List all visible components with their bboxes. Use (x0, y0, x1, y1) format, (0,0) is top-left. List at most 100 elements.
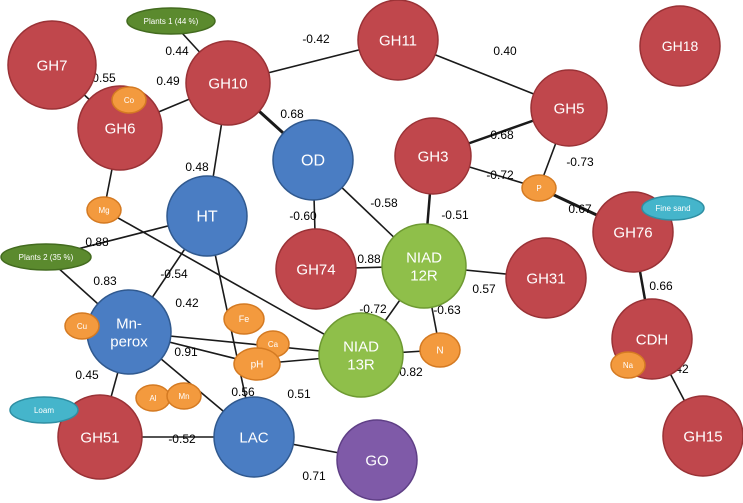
edge-label-mnp-niad13r: 0.42 (175, 296, 199, 310)
edge-mg-niad13r (103, 209, 362, 356)
node-shape-niad13r (318, 312, 404, 398)
edge-label-plants1-gh10: 0.44 (165, 44, 189, 58)
node-n: N (419, 332, 461, 368)
edge-label-gh10-ht: 0.48 (185, 160, 209, 174)
node-shape-cu (64, 312, 100, 340)
edge-label-ht-lac: 0.56 (231, 385, 255, 399)
node-shape-gh18 (639, 5, 721, 87)
node-shape-gh3 (394, 117, 472, 195)
node-label-od: OD (301, 153, 325, 170)
edge-label-mnp-ph: 0.91 (174, 345, 198, 359)
node-shape-finesand (641, 195, 705, 221)
edge-label-od-niad12r: -0.58 (370, 196, 398, 210)
node-shape-ht (166, 175, 248, 257)
node-mnp: Mn-perox (86, 289, 172, 375)
node-od: OD (272, 119, 354, 201)
node-label-ph: pH (251, 360, 264, 371)
node-shape-od (272, 119, 354, 201)
node-gh74: GH74 (275, 228, 357, 310)
edge-label-gh10-gh11: -0.42 (302, 32, 330, 46)
node-gh3: GH3 (394, 117, 472, 195)
node-shape-p (521, 174, 557, 202)
node-label-al: Al (149, 394, 156, 403)
edge-label-od-gh74: -0.60 (289, 209, 317, 223)
node-p: P (521, 174, 557, 202)
edge-label-plants2-ht: 0.88 (85, 235, 109, 249)
node-label-go: GO (365, 452, 388, 469)
node-label-gh10: GH10 (208, 75, 247, 92)
node-ph: pH (233, 347, 281, 381)
node-label-gh18: GH18 (662, 38, 699, 54)
node-label-ca: Ca (268, 340, 279, 349)
node-label-mg: Mg (98, 206, 109, 215)
node-shape-niad12r (381, 223, 467, 309)
edge-label-gh5-gh3: 0.68 (490, 128, 514, 142)
node-shape-gh10 (185, 40, 271, 126)
edge-label-gh11-gh5: 0.40 (493, 44, 517, 58)
edge-label-gh76-cdh: 0.66 (649, 279, 673, 293)
node-shape-gh11 (357, 0, 439, 81)
node-shape-co (111, 86, 147, 114)
node-shape-n (419, 332, 461, 368)
node-label-mn: Mn (178, 392, 189, 401)
node-label-gh11: GH11 (379, 32, 417, 49)
node-label-gh76: GH76 (613, 224, 652, 241)
node-label-loam: Loam (34, 406, 54, 415)
edge-label-mnp-gh51: 0.45 (75, 368, 99, 382)
edge-label-niad12r-n: -0.63 (433, 303, 461, 317)
node-gh11: GH11 (357, 0, 439, 81)
node-shape-fe (223, 303, 265, 335)
edge-label-gh3-niad12r: -0.51 (441, 208, 469, 222)
node-go: GO (336, 419, 418, 501)
node-shape-ph (233, 347, 281, 381)
edge-label-gh51-lac: -0.52 (168, 432, 196, 446)
node-label-gh5: GH5 (554, 100, 585, 117)
node-gh18: GH18 (639, 5, 721, 87)
node-shape-gh51 (57, 394, 143, 480)
node-shape-gh15 (662, 395, 743, 477)
node-label-gh6: GH6 (105, 120, 136, 137)
node-label-cdh: CDH (636, 331, 669, 348)
node-shape-loam (9, 396, 79, 424)
node-label-n: N (436, 346, 443, 357)
node-label-co: Co (124, 96, 135, 105)
node-label-lac: LAC (239, 429, 268, 446)
node-label-gh7: GH7 (37, 57, 68, 74)
node-gh10: GH10 (185, 40, 271, 126)
node-label-gh3: GH3 (418, 148, 449, 165)
edge-label-gh5-p: -0.73 (566, 155, 594, 169)
node-na: Na (610, 351, 646, 379)
node-gh51: GH51 (57, 394, 143, 480)
node-label-mnp: Mn-perox (110, 315, 148, 350)
edge-label-ph-niad13r: 0.51 (287, 387, 311, 401)
node-gh31: GH31 (505, 237, 587, 319)
edge-label-ht-mnp: -0.54 (160, 267, 188, 281)
node-gh7: GH7 (7, 20, 97, 110)
node-shape-mg (86, 196, 122, 224)
node-label-plants1: Plants 1 (44 %) (144, 17, 199, 26)
edge-label-gh3-p: -0.72 (486, 168, 514, 182)
node-shape-gh74 (275, 228, 357, 310)
edge-label-p-gh76: 0.67 (568, 202, 592, 216)
node-loam: Loam (9, 396, 79, 424)
edge-label-mg-niad13r: -0.72 (359, 302, 387, 316)
node-label-gh51: GH51 (80, 429, 119, 446)
node-label-gh15: GH15 (683, 428, 722, 445)
node-label-ht: HT (196, 209, 218, 226)
node-shape-gh5 (530, 69, 608, 147)
node-label-gh31: GH31 (526, 270, 565, 287)
node-finesand: Fine sand (641, 195, 705, 221)
node-ht: HT (166, 175, 248, 257)
node-label-na: Na (623, 361, 634, 370)
node-plants2: Plants 2 (35 %) (0, 243, 92, 271)
edge-label-plants2-mnp: 0.83 (93, 274, 117, 288)
node-cu: Cu (64, 312, 100, 340)
node-gh5: GH5 (530, 69, 608, 147)
node-shape-mn (166, 382, 202, 410)
node-shape-na (610, 351, 646, 379)
